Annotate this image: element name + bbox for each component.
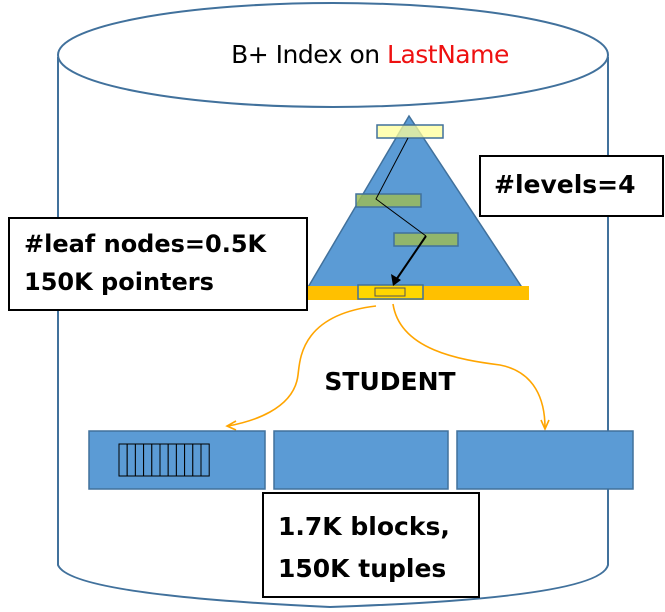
- tuple-slots: [118, 443, 210, 477]
- internal-node-level2: [355, 193, 422, 208]
- tuple-slot: [192, 443, 202, 477]
- tuple-slot: [151, 443, 161, 477]
- pointer-arrow-left: [227, 305, 377, 427]
- internal-node-level3: [393, 232, 459, 247]
- arrowhead-icon: [391, 274, 401, 286]
- search-path-arrow: [395, 235, 427, 281]
- table-info-box: 1.7K blocks, 150K tuples: [262, 492, 480, 598]
- tuple-slot: [134, 443, 145, 477]
- leaf-entry: [374, 287, 406, 297]
- pointer-arrow-left-head: [225, 420, 237, 431]
- leaf-pointers-label: 150K pointers: [24, 268, 214, 296]
- tuple-slot: [159, 443, 169, 477]
- search-path: [375, 137, 427, 237]
- data-block-3: [456, 430, 634, 490]
- tuple-slot: [167, 443, 177, 477]
- leaf-info-box: #leaf nodes=0.5K 150K pointers: [8, 217, 308, 311]
- levels-box: #levels=4: [479, 155, 664, 217]
- cylinder-body: [57, 57, 609, 609]
- blocks-label: 1.7K blocks,: [278, 512, 450, 541]
- root-node: [376, 124, 444, 139]
- tuple-slot: [118, 443, 128, 477]
- cylinder-top: [57, 2, 609, 108]
- tuple-slot: [175, 443, 186, 477]
- levels-label: #levels=4: [494, 170, 636, 199]
- data-block-2: [273, 430, 449, 490]
- title-prefix: B+ Index on: [231, 40, 388, 69]
- tuple-slot: [184, 443, 194, 477]
- table-name-label: STUDENT: [324, 367, 456, 396]
- diagram-title: B+ Index on LastName: [150, 40, 590, 69]
- leaf-node: [357, 284, 424, 300]
- title-attribute: LastName: [387, 40, 509, 69]
- tuple-slot: [143, 443, 153, 477]
- pointer-arrow-right-head: [540, 419, 550, 431]
- pointer-arrow-right: [392, 303, 546, 429]
- tuple-slot: [200, 443, 210, 477]
- leaf-nodes-label: #leaf nodes=0.5K: [24, 230, 267, 258]
- tuple-slot: [126, 443, 136, 477]
- tuples-label: 150K tuples: [278, 554, 447, 583]
